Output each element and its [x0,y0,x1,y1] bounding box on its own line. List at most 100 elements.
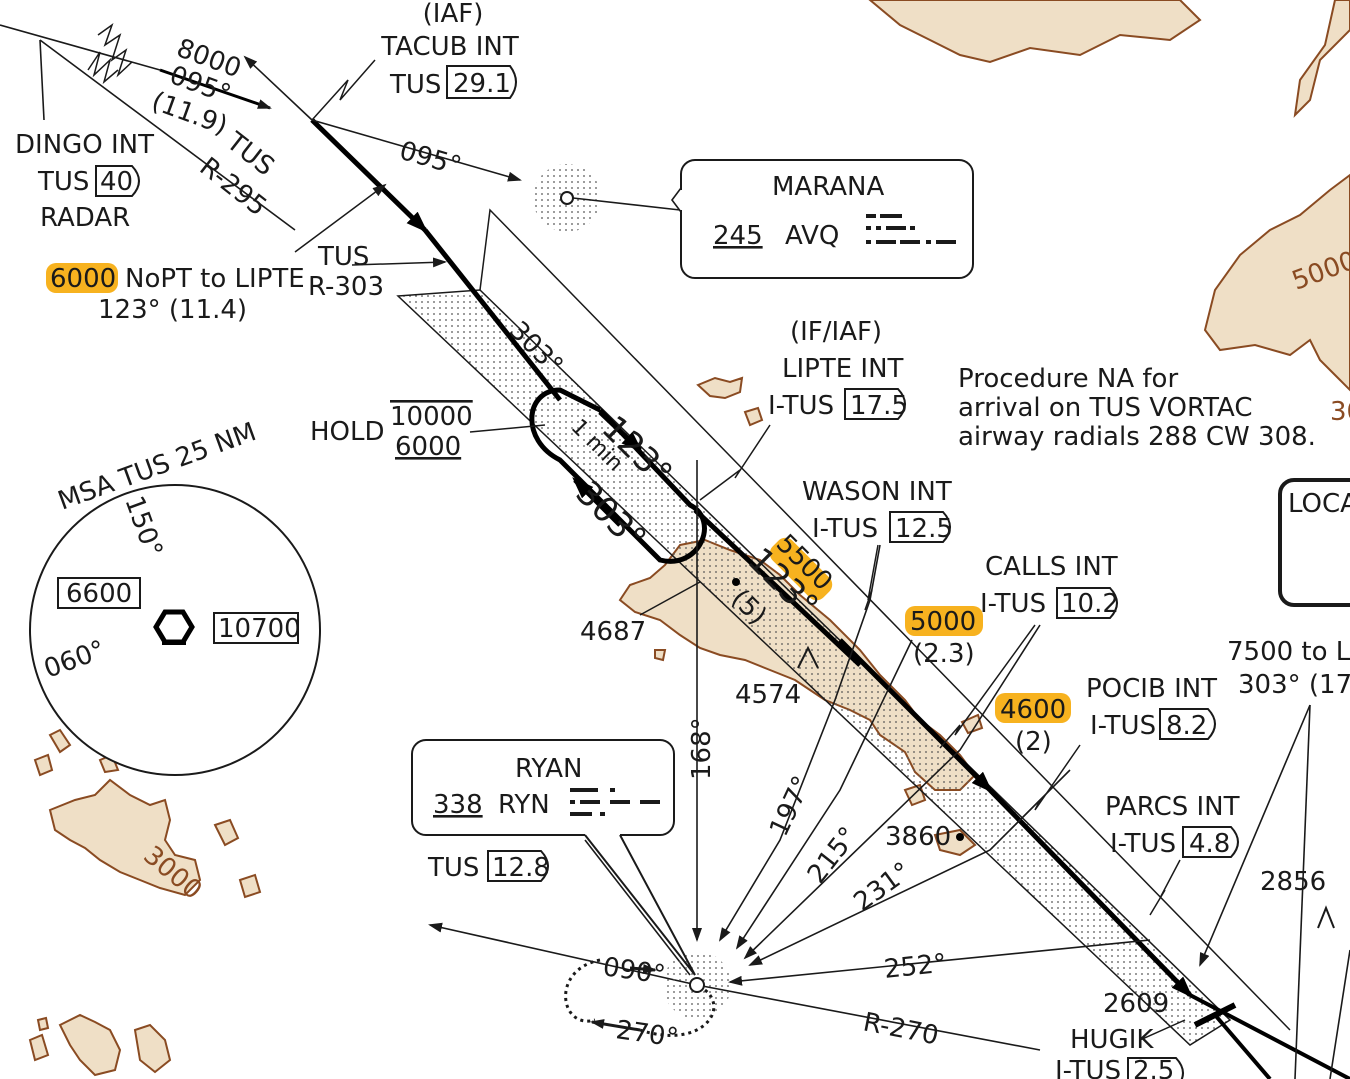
ryan-freq: 338 [433,790,483,820]
ryan-ident: RYN [498,790,550,820]
ryan-ndb-symbol [663,951,731,1019]
dingo-dist: 40 [100,167,133,197]
tacub-ref: TUS [389,70,441,100]
terrain-top [868,0,1202,64]
radial-252: 252° [883,949,948,985]
parcs-name: PARCS INT [1105,792,1240,822]
highlight-6000 [46,263,118,293]
elev-3860: 3860 [885,822,951,852]
ryan-hold-270: 270° [614,1015,680,1053]
marana-freq: 245 [713,221,763,251]
pocib-alt: 4600 [1000,695,1066,725]
terrain-island-b [743,406,764,427]
hold-label: HOLD [310,417,385,447]
final-course [693,508,862,667]
elev-2609: 2609 [1103,989,1169,1019]
hugik-dist: 2.5 [1133,1056,1174,1079]
wason-dist: 12.5 [895,514,953,544]
ryan-hold-090: 090° [601,952,667,990]
tus-r295-line [39,39,296,231]
elev-2856: 2856 [1260,867,1326,897]
tacub-role: (IAF) [423,0,484,29]
note-line-3: airway radials 288 CW 308. [958,422,1316,452]
terrain-west-large [48,778,202,897]
calls-ref: I-TUS [980,589,1046,619]
calls-alt: 5000 [910,607,976,637]
lipte-role: (IF/IAF) [790,317,882,347]
note-line-2: arrival on TUS VORTAC [958,393,1253,423]
hold-min: 6000 [395,432,461,462]
course-lines [0,24,1350,1079]
terrain-ridge-east [1203,173,1350,392]
terrain-sw-d [36,1016,50,1032]
terrain-sw-b [133,1023,172,1074]
radial-168: 168° [687,717,717,780]
tacub-dist: 29.1 [453,69,511,99]
nopt-text: NoPT to LIPTE [125,264,305,294]
dingo-ref: TUS [37,167,89,197]
terrain-top-right [1293,0,1350,118]
terrain-west-d [238,873,262,899]
ryan-dist: 12.8 [492,853,550,883]
nopt-course: 123° (11.4) [98,295,247,325]
terrain-island-f [654,649,667,662]
pocib-name: POCIB INT [1086,674,1217,704]
terrain-west-a [48,728,72,754]
ryan-radials [428,460,1151,1051]
right-note-a: 7500 to LI [1227,637,1350,667]
note-line-1: Procedure NA for [958,364,1178,394]
radial-197: 197° [764,772,818,841]
terrain-west-c [213,818,240,847]
ryan-morse-icon [570,788,660,816]
protected-area [396,208,1291,1046]
terrain-island-e [960,713,984,735]
distance-boxes [95,65,1239,1079]
lipte-name: LIPTE INT [782,354,904,384]
msa-alt-north: 6600 [66,579,132,609]
calls-dist-leg: (2.3) [913,639,975,669]
contour-30: 30 [1330,397,1350,427]
radial-215: 215° [802,821,864,889]
radial-231: 231° [848,857,916,918]
nopt-alt: 6000 [50,264,116,294]
pocib-dist: 8.2 [1166,711,1207,741]
obstacle-icon [797,645,819,669]
highlight-5000 [905,606,983,636]
pocib-dist-leg: (2) [1015,727,1052,757]
hold-max: 10000 [390,402,473,432]
terrain-island-d [933,828,977,857]
calls-dist: 10.2 [1061,589,1119,619]
spot-elev-3860-dot [956,833,964,841]
loc-box-text: LOCA [1288,489,1350,519]
hugik-name: HUGIK [1070,1025,1154,1055]
tacub-name: TACUB INT [380,32,519,62]
marana-info-box [680,159,974,279]
wason-ref: I-TUS [812,514,878,544]
parcs-dist: 4.8 [1189,829,1230,859]
ryan-info-box [411,739,675,836]
loc-info-box [1278,478,1350,607]
break-marks [87,23,133,85]
inbound-course [310,118,428,233]
terrain-sw-c [28,1033,50,1062]
elev-4574: 4574 [735,680,801,710]
hugik-ref: I-TUS [1055,1056,1121,1079]
elev-4687: 4687 [580,617,646,647]
marana-course-line [311,119,522,182]
parcs-ref: I-TUS [1110,829,1176,859]
tus-r303-b: R-303 [308,272,384,302]
msa-alt-east: 10700 [218,614,301,644]
terrain-sw-a [58,1013,122,1077]
highlight-5500 [769,537,833,601]
ryan-ref: TUS [427,853,479,883]
tus-r303-a: TUS [317,242,369,272]
marana-ident: AVQ [785,221,839,251]
arrival-line [0,24,161,71]
marana-course: 095° [396,136,464,182]
radial-r270: R-270 [861,1007,941,1051]
lipte-dist: 17.5 [850,391,908,421]
msa-diagram [29,484,321,776]
marana-morse-icon [866,214,956,244]
wason-name: WASON INT [802,477,952,507]
